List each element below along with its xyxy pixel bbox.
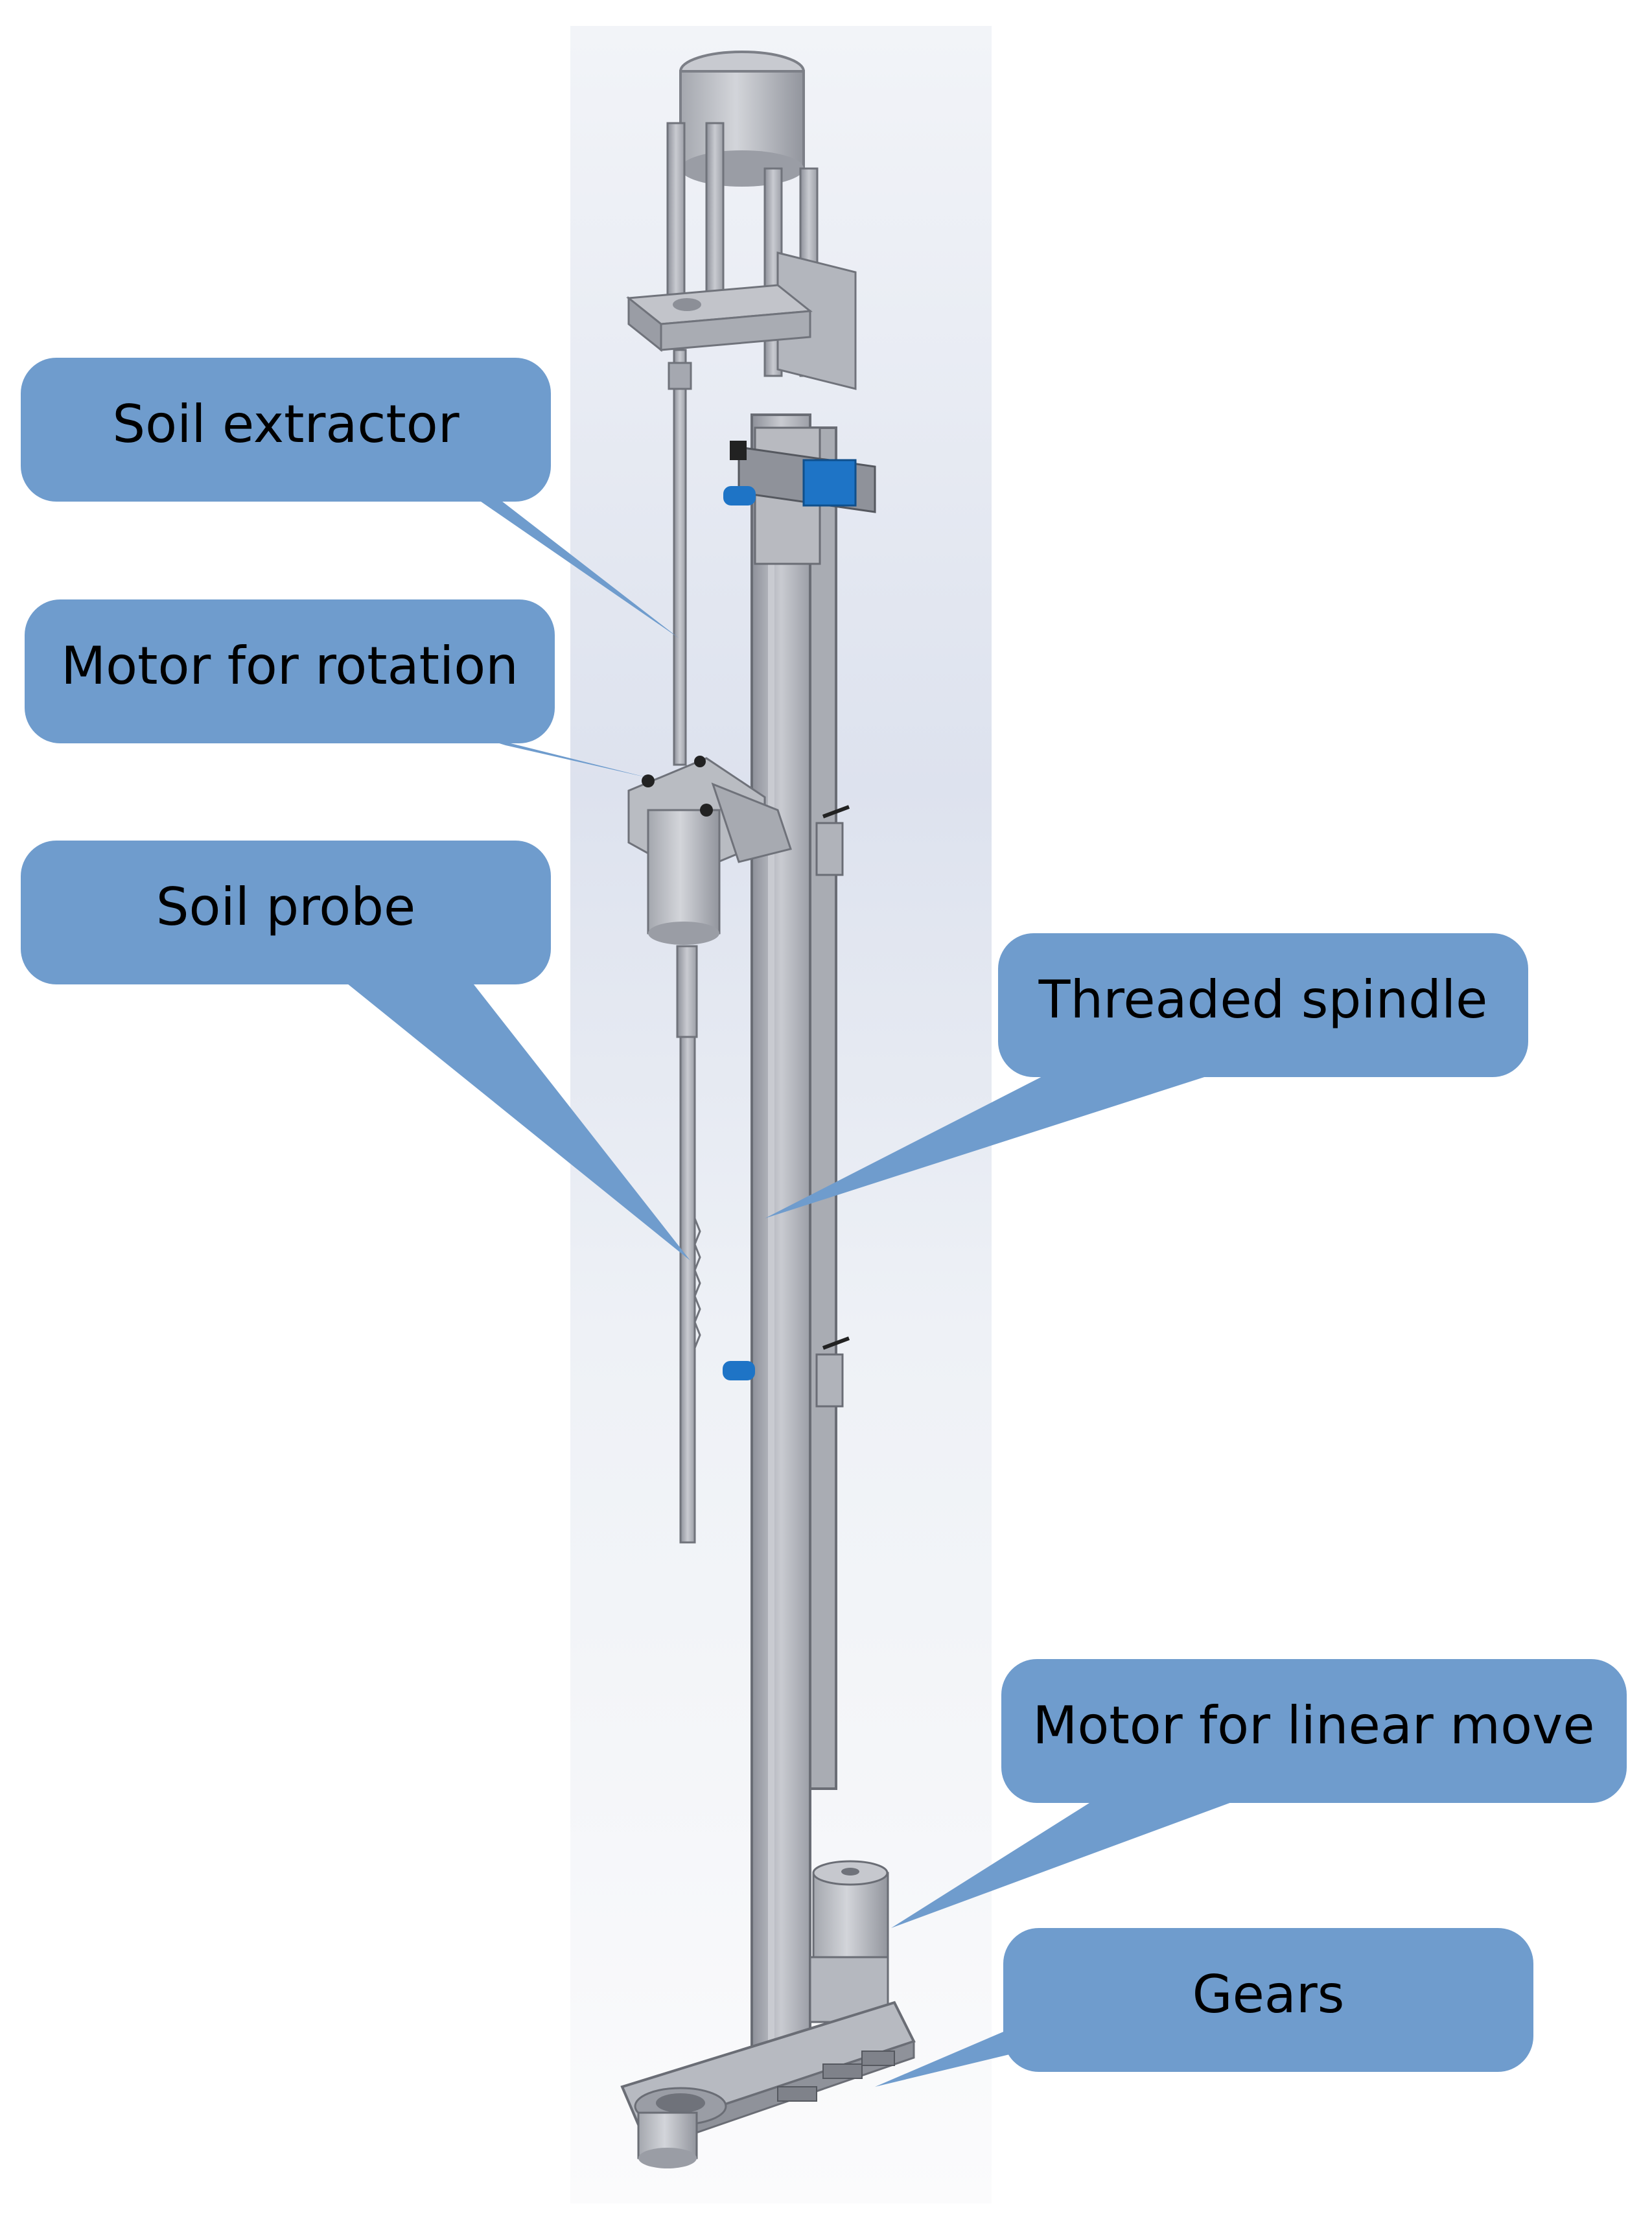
linear-motor [809,1860,889,2023]
top-motor [679,51,805,187]
callout-soil-extractor: Soil extractor [21,358,679,638]
soil-probe [676,945,701,1544]
gear-teeth [777,2051,895,2102]
callout-soil-probe-label: Soil probe [156,877,415,937]
callout-motor-linear: Motor for linear move [891,1659,1627,1928]
callout-soil-probe: Soil probe [21,841,690,1261]
callout-gears: Gears [875,1928,1533,2087]
top-frame [626,122,857,390]
callout-motor-linear-label: Motor for linear move [1032,1695,1594,1756]
rotation-motor [627,756,792,945]
callout-threaded-spindle: Threaded spindle [765,933,1528,1218]
side-brackets [723,805,850,1408]
sampler-machine [620,51,916,2168]
callout-gears-label: Gears [1192,1964,1345,2025]
callout-threaded-spindle-label: Threaded spindle [1038,970,1488,1030]
gear-base [620,2001,916,2168]
callout-soil-extractor-label: Soil extractor [112,394,459,454]
callout-motor-rotation: Motor for rotation [25,599,648,778]
main-column [750,413,837,2088]
top-sensor [723,441,876,513]
soil-extractor-rod [668,349,692,766]
callout-motor-rotation-label: Motor for rotation [61,636,518,696]
